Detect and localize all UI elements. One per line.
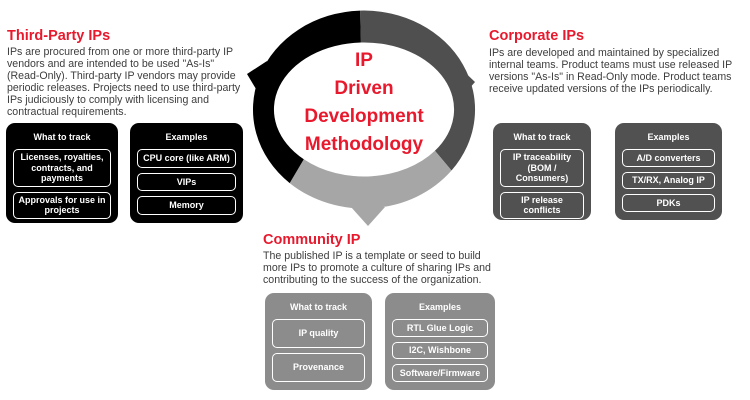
arrow-icon-community [351, 207, 385, 226]
center-title-line: Driven [334, 78, 394, 99]
box-header: What to track [513, 132, 571, 142]
example-item: VIPs [137, 172, 236, 192]
example-item: Software/Firmware [392, 364, 488, 383]
cycle-arc-third-party [252, 10, 361, 184]
track-item: Provenance [272, 353, 365, 382]
corporate-examples-box: Examples A/D converters TX/RX, Analog IP… [615, 123, 722, 220]
third-party-examples-box: Examples CPU core (like ARM) VIPs Memory [130, 123, 243, 223]
community-examples-box: Examples RTL Glue Logic I2C, Wishbone So… [385, 293, 495, 390]
corporate-title: Corporate IPs [489, 28, 585, 44]
community-description: The published IP is a template or seed t… [263, 250, 491, 286]
example-item: Memory [137, 196, 236, 216]
box-header: What to track [289, 302, 347, 312]
third-party-track-box: What to track Licenses, royalties, contr… [6, 123, 118, 223]
box-header: Examples [418, 302, 462, 312]
example-item: I2C, Wishbone [392, 341, 488, 360]
example-item: CPU core (like ARM) [137, 149, 236, 168]
example-item: RTL Glue Logic [392, 319, 488, 337]
third-party-description: IPs are procured from one or more third-… [7, 46, 241, 118]
third-party-title: Third-Party IPs [7, 28, 111, 44]
box-header: Examples [647, 132, 690, 142]
corporate-track-box: What to track IP traceability (BOM / Con… [493, 123, 591, 220]
box-header: Examples [165, 132, 208, 142]
track-item: Approvals for use in projects [13, 191, 111, 220]
example-item: PDKs [622, 194, 715, 213]
arrow-icon-third-party [247, 61, 267, 99]
cycle-arc-community [289, 150, 452, 209]
cycle-arc-corporate [360, 10, 476, 171]
example-item: A/D converters [622, 149, 715, 167]
track-item: IP quality [272, 319, 365, 348]
track-item: IP release conflicts [500, 191, 584, 220]
center-title-line: Development [304, 106, 424, 127]
center-title-line: IP [355, 50, 373, 71]
corporate-description: IPs are developed and maintained by spec… [489, 47, 732, 95]
track-item: IP traceability (BOM / Consumers) [500, 149, 584, 187]
track-item: Licenses, royalties, contracts, and paym… [13, 149, 111, 187]
center-title-line: Methodology [304, 134, 424, 155]
cycle-center-title: IP Driven Development Methodology [264, 47, 464, 159]
arrow-icon-corporate [454, 62, 475, 98]
box-header: What to track [33, 132, 91, 142]
community-track-box: What to track IP quality Provenance [265, 293, 372, 390]
community-title: Community IP [263, 232, 361, 248]
example-item: TX/RX, Analog IP [622, 171, 715, 190]
